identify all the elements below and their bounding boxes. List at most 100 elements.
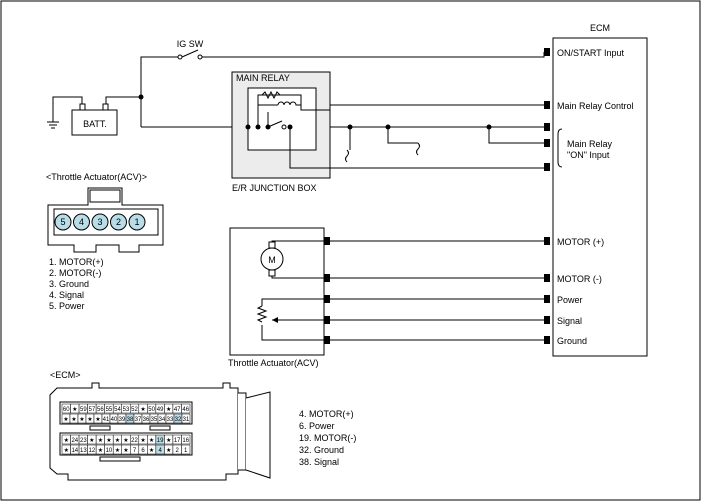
ecm-cell-label: 39 [119,417,126,423]
ecm-cell-label: 35 [151,417,158,423]
ecm-cell-label: ★ [149,437,154,444]
ecm-cell-label: 41 [103,417,110,423]
ecm-cell-label: 16 [182,438,189,444]
ecm-legend-3: 19. MOTOR(-) [299,433,356,443]
ecm-main-relay-bracket [557,128,563,168]
ecm-cell-label: 59 [80,407,87,413]
ecm-cell-label: 19 [157,438,164,444]
acv-pin-5 [54,213,72,231]
ecm-cell-label: 37 [135,417,142,423]
ecm-cell-label: 1 [184,448,188,454]
ecm-cell-label: 47 [174,407,181,413]
acv-pin-label-2: 2 [116,217,121,227]
ecm-cell-label: ★ [115,437,120,444]
ecm-cell-label: ★ [79,416,84,423]
ecm-cell-label: ★ [98,447,103,454]
ecm-pin-on-start-input: ON/START Input [557,48,625,58]
relay-resistor [261,90,281,100]
throttle-actuator-box [229,227,325,356]
ecm-cell-label: 36 [143,417,150,423]
acv-ecm-wires [330,240,544,341]
acv-pin-label-4: 4 [79,217,84,227]
ecm-cell-label: ★ [64,437,69,444]
ecm-cell-label: 2 [176,448,180,454]
ecm-cell-label: 38 [127,417,134,423]
ecm-cell-label: 52 [131,407,138,413]
ecm-cell-label: ★ [98,437,103,444]
ecm-cell-label: 57 [89,407,96,413]
ecm-cell-label: 10 [106,448,113,454]
acv-legend-5: 5. Power [49,301,85,311]
ecm-cell-label: 40 [111,417,118,423]
ecm-cell [181,434,191,445]
ecm-cell-label: ★ [166,447,171,454]
ecm-cell-label: 14 [71,448,78,454]
acv-pin-legend: 1. MOTOR(+) 2. MOTOR(-) 3. Ground 4. Sig… [49,257,104,311]
ecm-cell-label: ★ [64,447,69,454]
ecm-cell-label: 13 [80,448,87,454]
ecm-cell-label: 49 [157,407,164,413]
acv-pin-4 [73,213,90,231]
relay-branches [345,124,544,163]
ig-switch [138,49,545,127]
ecm-connector-title: <ECM> [50,370,81,380]
ecm-cell-label: ★ [123,437,128,444]
acv-legend-2: 2. MOTOR(-) [49,268,101,278]
ig-sw-label: IG SW [177,39,204,49]
ecm-cell-label: 53 [123,407,130,413]
relay-on-wire-3 [289,150,544,169]
ecm-cell-label: ★ [95,416,100,423]
ecm-cell-label: ★ [71,416,76,423]
ecm-cell-label: ★ [140,406,145,413]
throttle-actuator-label: Throttle Actuator(ACV) [228,358,319,368]
ecm-cell-label: 22 [131,438,138,444]
ecm-pin-main-relay-control: Main Relay Control [557,101,634,111]
acv-pin-label-3: 3 [97,217,102,227]
main-relay-label: MAIN RELAY [236,73,290,83]
ecm-cell [181,403,191,414]
ecm-pin-main-relay-on-input-line1: Main Relay [567,139,613,149]
ecm-cell-label: ★ [149,447,154,454]
ecm-cell-label: 24 [71,438,78,444]
ecm-cell [181,413,191,424]
acv-legend-3: 3. Ground [49,279,89,289]
ecm-cell-label: 50 [148,407,155,413]
ecm-legend-1: 4. MOTOR(+) [299,409,354,419]
ecm-cell-label: ★ [166,437,171,444]
acv-pin-label-1: 1 [134,217,139,227]
ecm-pin-connectors [544,48,550,344]
ground-symbol [47,121,59,129]
ecm-cell-label: 6 [141,448,145,454]
acv-pin-3 [91,213,109,231]
ecm-box [552,37,648,357]
ecm-cell-label: ★ [140,437,145,444]
ecm-cell-label: ★ [87,416,92,423]
acv-legend-4: 4. Signal [49,290,84,300]
ecm-cell-label: 12 [89,448,96,454]
ecm-pin-signal: Signal [557,316,582,326]
acv-connector-title: <Throttle Actuator(ACV)> [46,172,147,182]
ecm-cell-label: ★ [89,437,94,444]
ecm-pin-legend: 4. MOTOR(+) 6. Power 19. MOTOR(-) 32. Gr… [299,409,356,467]
svg-text:M: M [268,255,276,265]
ecm-cell-label: 4 [158,448,162,454]
relay-control-wire [329,104,544,110]
ecm-cell-label: 55 [106,407,113,413]
acv-connectors [324,237,330,344]
ecm-cell-label: 33 [167,417,174,423]
ecm-pin-main-relay-on-input-line2: "ON" Input [567,150,610,160]
main-relay [245,87,330,151]
ecm-cell-label: 17 [174,438,181,444]
ecm-cell-label: 32 [175,417,182,423]
ecm-cell-label: 34 [159,417,166,423]
ecm-cell-label: ★ [166,406,171,413]
ecm-legend-4: 32. Ground [299,445,344,455]
ecm-cell-label: ★ [72,406,77,413]
ecm-cell-label: 54 [114,407,121,413]
ecm-cell-label: ★ [106,437,111,444]
ecm-legend-5: 38. Signal [299,457,339,467]
ecm-cell [181,444,191,455]
ecm-cell-label: 46 [182,407,189,413]
